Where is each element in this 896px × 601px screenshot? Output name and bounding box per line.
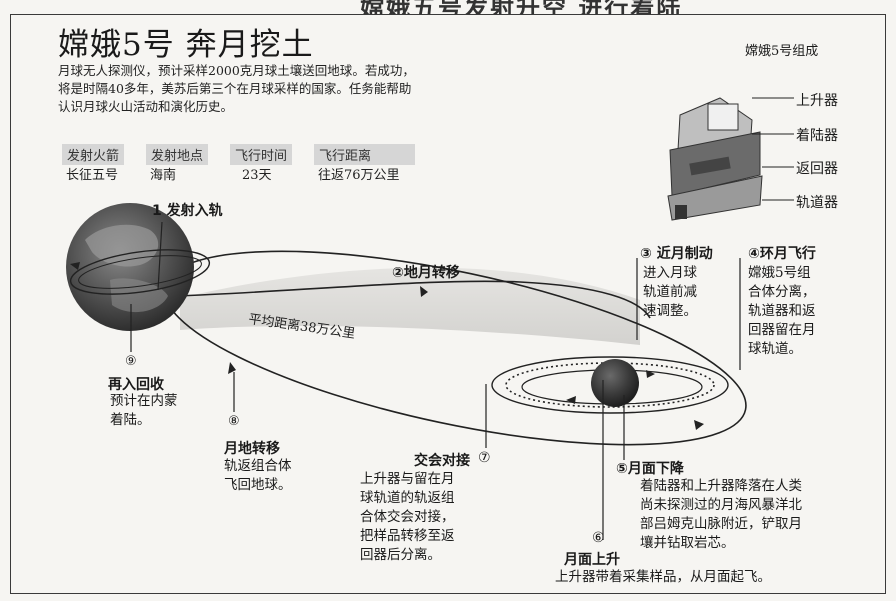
- stage-8-note: 轨返组合体 飞回地球。: [224, 458, 292, 493]
- earth-parking-orbit: [69, 249, 211, 295]
- fact-header-site: 发射地点: [146, 144, 209, 165]
- stage-5-note: 着陆器和上升器降落在人类 尚未探测过的月海风暴洋北 部吕姆克山脉附近，铲取月 壤…: [640, 478, 802, 551]
- arrow-icon: [70, 262, 80, 270]
- part-label-ascender: 上升器: [796, 93, 838, 109]
- fact-value-site: 海南: [150, 168, 177, 183]
- stage-7-label: 交会对接: [414, 453, 470, 469]
- intro-line: 月球无人探测仪，预计采样2000克月球土壤送回地球。若成功，: [58, 63, 415, 78]
- fact-value-rocket: 长征五号: [66, 168, 119, 183]
- stage-9-number: ⑨: [125, 354, 137, 369]
- leader-line: [157, 221, 163, 291]
- stage-6-number: ⑥: [592, 530, 605, 546]
- arrow-icon: [228, 362, 236, 374]
- lunar-orbit-dotted: [505, 362, 715, 408]
- stage-7-number: ⑦: [478, 450, 491, 466]
- composition-title: 嫦娥5号组成: [745, 44, 819, 59]
- stage-6-note: 上升器带着采集样品，从月面起飞。: [555, 569, 771, 585]
- part-label-returner: 返回器: [796, 161, 838, 177]
- fact-header-rocket: 发射火箭: [62, 144, 125, 165]
- figure-frame: [10, 14, 886, 594]
- stage-9-label: 再入回收: [108, 377, 164, 393]
- arrow-icon: [566, 396, 576, 404]
- part-label-lander: 着陆器: [796, 128, 838, 144]
- intro-text: 月球无人探测仪，预计采样2000克月球土壤送回地球。若成功， 将是时隔40多年，…: [58, 62, 578, 116]
- arrow-icon: [646, 370, 655, 378]
- fact-header-distance: 飞行距离: [314, 144, 416, 165]
- arrow-icon: [694, 420, 704, 430]
- stage-1-label: 1 发射入轨: [152, 203, 223, 219]
- stage-2-label: ②地月转移: [392, 265, 460, 281]
- stage-4-note: 嫦娥5号组 合体分离， 轨道器和返 回器留在月 球轨道。: [748, 265, 816, 357]
- earth-parking-orbit-inner: [78, 255, 202, 289]
- page-title: 嫦娥5号 奔月挖土: [58, 27, 314, 63]
- earth-land-shape: [110, 278, 168, 313]
- part-leader-lines: [752, 97, 794, 201]
- stage-8-label: 月地转移: [224, 441, 280, 457]
- earth-moon-transfer-path: [175, 280, 651, 319]
- lunar-orbit-outer: [491, 356, 729, 414]
- cropped-top-heading: 嫦娥五号发射升空 进行着陆: [0, 0, 896, 14]
- moon-globe-icon: [591, 359, 639, 407]
- stage-9-note: 预计在内蒙 着陆。: [110, 393, 178, 428]
- part-label-orbiter: 轨道器: [796, 195, 838, 211]
- stage-5-label: ⑤月面下降: [616, 461, 684, 477]
- intro-line: 认识月球火山活动和演化历史。: [58, 99, 234, 114]
- stage-7-note: 上升器与留在月 球轨道的轨返组 合体交会对接， 把样品转移至返 回器后分离。: [360, 471, 455, 563]
- arrow-icon: [420, 286, 428, 297]
- fact-value-distance: 往返76万公里: [318, 168, 400, 183]
- stage-8-number: ⑧: [228, 414, 240, 429]
- fact-header-time: 飞行时间: [230, 144, 293, 165]
- stage-3-label: ③ 近月制动: [640, 246, 713, 262]
- earth-land-shape: [85, 224, 159, 267]
- stage-6-label: 月面上升: [564, 552, 620, 568]
- fact-value-time: 23天: [242, 168, 272, 183]
- stage-4-label: ④环月飞行: [748, 246, 816, 262]
- intro-line: 将是时隔40多年，美苏后第三个在月球采样的国家。任务能帮助: [58, 81, 412, 96]
- stage-3-note: 进入月球 轨道前减 速调整。: [643, 265, 697, 319]
- spacecraft-illustration: [667, 97, 763, 221]
